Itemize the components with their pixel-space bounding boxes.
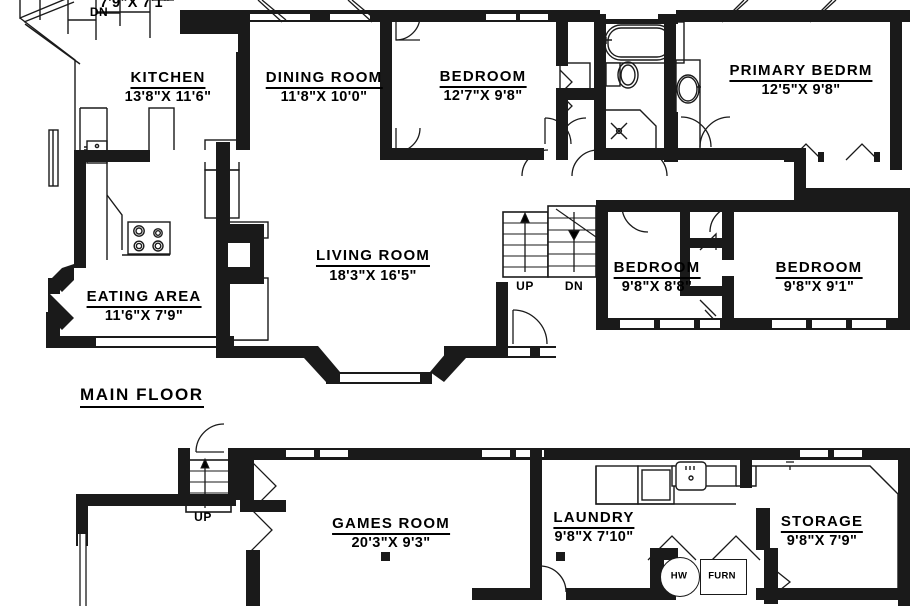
- furnace-label: FURN: [708, 570, 736, 582]
- room-label-bedroom-upper: BEDROOM: [439, 68, 527, 88]
- main-floor-stairs: [502, 205, 597, 278]
- room-label-kitchen: KITCHEN: [130, 69, 206, 89]
- bathroom-fixtures: [559, 21, 701, 151]
- room-dimension-kitchen: 13'8"X 11'6": [124, 89, 212, 105]
- lower-floor-door-swings: [195, 423, 794, 599]
- room-label-bedroom-lower-left: BEDROOM: [613, 259, 701, 279]
- room-dimension-laundry: 9'8"X 7'10": [554, 529, 634, 545]
- room-dimension-bedroom-upper: 12'7"X 9'8": [443, 88, 523, 104]
- lower-floor-group: [76, 423, 910, 606]
- room-dimension-eating-area: 11'6"X 7'9": [104, 308, 184, 324]
- hot-water-tank-symbol: [660, 557, 700, 597]
- stair-label-dn-upper: DN: [89, 5, 109, 19]
- room-label-primary-bedroom: PRIMARY BEDRM: [729, 62, 873, 82]
- room-label-living-room: LIVING ROOM: [315, 247, 431, 267]
- hot-water-tank-label: HW: [670, 570, 688, 582]
- furnace-symbol: [700, 559, 747, 595]
- stair-label-up-main: UP: [516, 279, 534, 293]
- stair-label-up-lower: UP: [194, 510, 212, 524]
- room-dimension-storage: 9'8"X 7'9": [786, 533, 858, 549]
- room-dimension-primary-bedroom: 12'5"X 9'8": [761, 82, 841, 98]
- room-label-games-room: GAMES ROOM: [332, 515, 450, 535]
- lower-floor-walls: [76, 448, 910, 606]
- room-label-dining-room: DINING ROOM: [265, 69, 383, 89]
- floor-title-main: MAIN FLOOR: [80, 385, 204, 408]
- room-dimension-bedroom-lower-left: 9'8"X 8'8": [621, 279, 693, 295]
- room-label-eating-area: EATING AREA: [86, 288, 202, 308]
- main-floor-group: [19, 0, 910, 384]
- room-dimension-partial: 7'9"X 7'1": [99, 0, 171, 11]
- room-dimension-bedroom-lower-right: 9'8"X 9'1": [783, 279, 855, 295]
- room-dimension-living-room: 18'3"X 16'5": [329, 268, 417, 284]
- room-label-laundry: LAUNDRY: [553, 509, 635, 529]
- stair-label-dn-main: DN: [564, 279, 584, 293]
- room-dimension-dining-room: 11'8"X 10'0": [280, 89, 368, 105]
- room-label-bedroom-lower-right: BEDROOM: [775, 259, 863, 279]
- room-label-storage: STORAGE: [780, 513, 864, 533]
- room-dimension-games-room: 20'3"X 9'3": [351, 535, 431, 551]
- main-floor-walls: [46, 10, 910, 384]
